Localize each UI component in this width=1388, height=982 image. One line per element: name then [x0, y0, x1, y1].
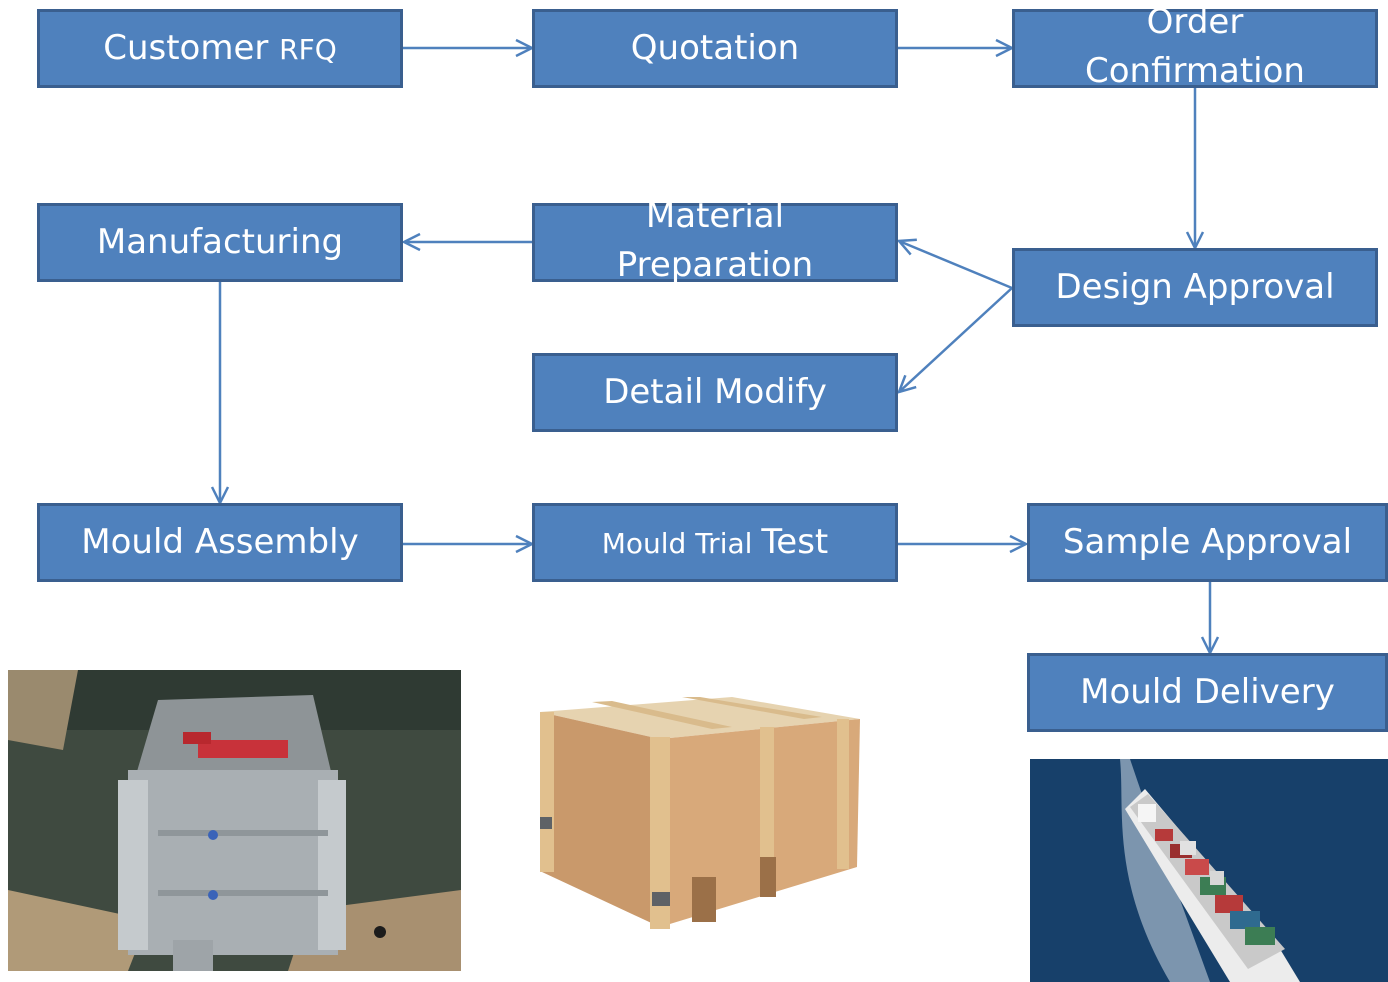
sample-approval-label: Sample Approval	[1062, 521, 1353, 562]
step-order-confirmation: Order Confirmation	[1012, 2, 1378, 91]
material-preparation-label: Material Preparation	[616, 196, 814, 286]
wooden-crate-photo	[532, 697, 862, 939]
step-mould-delivery: Mould Delivery	[1027, 653, 1388, 732]
design-approval-label: Design Approval	[1055, 266, 1335, 307]
detail-modify-label: Detail Modify	[603, 371, 827, 412]
mould-delivery-label: Mould Delivery	[1080, 671, 1335, 712]
cargo-ship-photo	[1030, 759, 1388, 982]
mould-trial-test-label: Mould Trial Test	[601, 521, 829, 562]
step-mould-trial-test: Mould Trial Test	[532, 503, 898, 582]
arrow-design-to-detail	[899, 287, 1013, 392]
step-design-approval: Design Approval	[1012, 248, 1378, 327]
step-quotation: Quotation	[532, 9, 898, 88]
step-manufacturing: Manufacturing	[37, 203, 403, 282]
order-confirmation-label: Order Confirmation	[1085, 2, 1305, 92]
step-material-preparation: Material Preparation	[532, 196, 898, 285]
customer-rfq-label: Customer RFQ	[103, 27, 337, 68]
mould-assembly-label: Mould Assembly	[81, 521, 359, 562]
quotation-label: Quotation	[630, 27, 800, 68]
step-detail-modify: Detail Modify	[532, 353, 898, 432]
steel-mould-photo	[8, 670, 461, 971]
step-customer-rfq: Customer RFQ	[37, 9, 403, 88]
manufacturing-label: Manufacturing	[96, 221, 344, 262]
step-sample-approval: Sample Approval	[1027, 503, 1388, 582]
step-mould-assembly: Mould Assembly	[37, 503, 403, 582]
arrow-design-to-material	[899, 241, 1013, 290]
